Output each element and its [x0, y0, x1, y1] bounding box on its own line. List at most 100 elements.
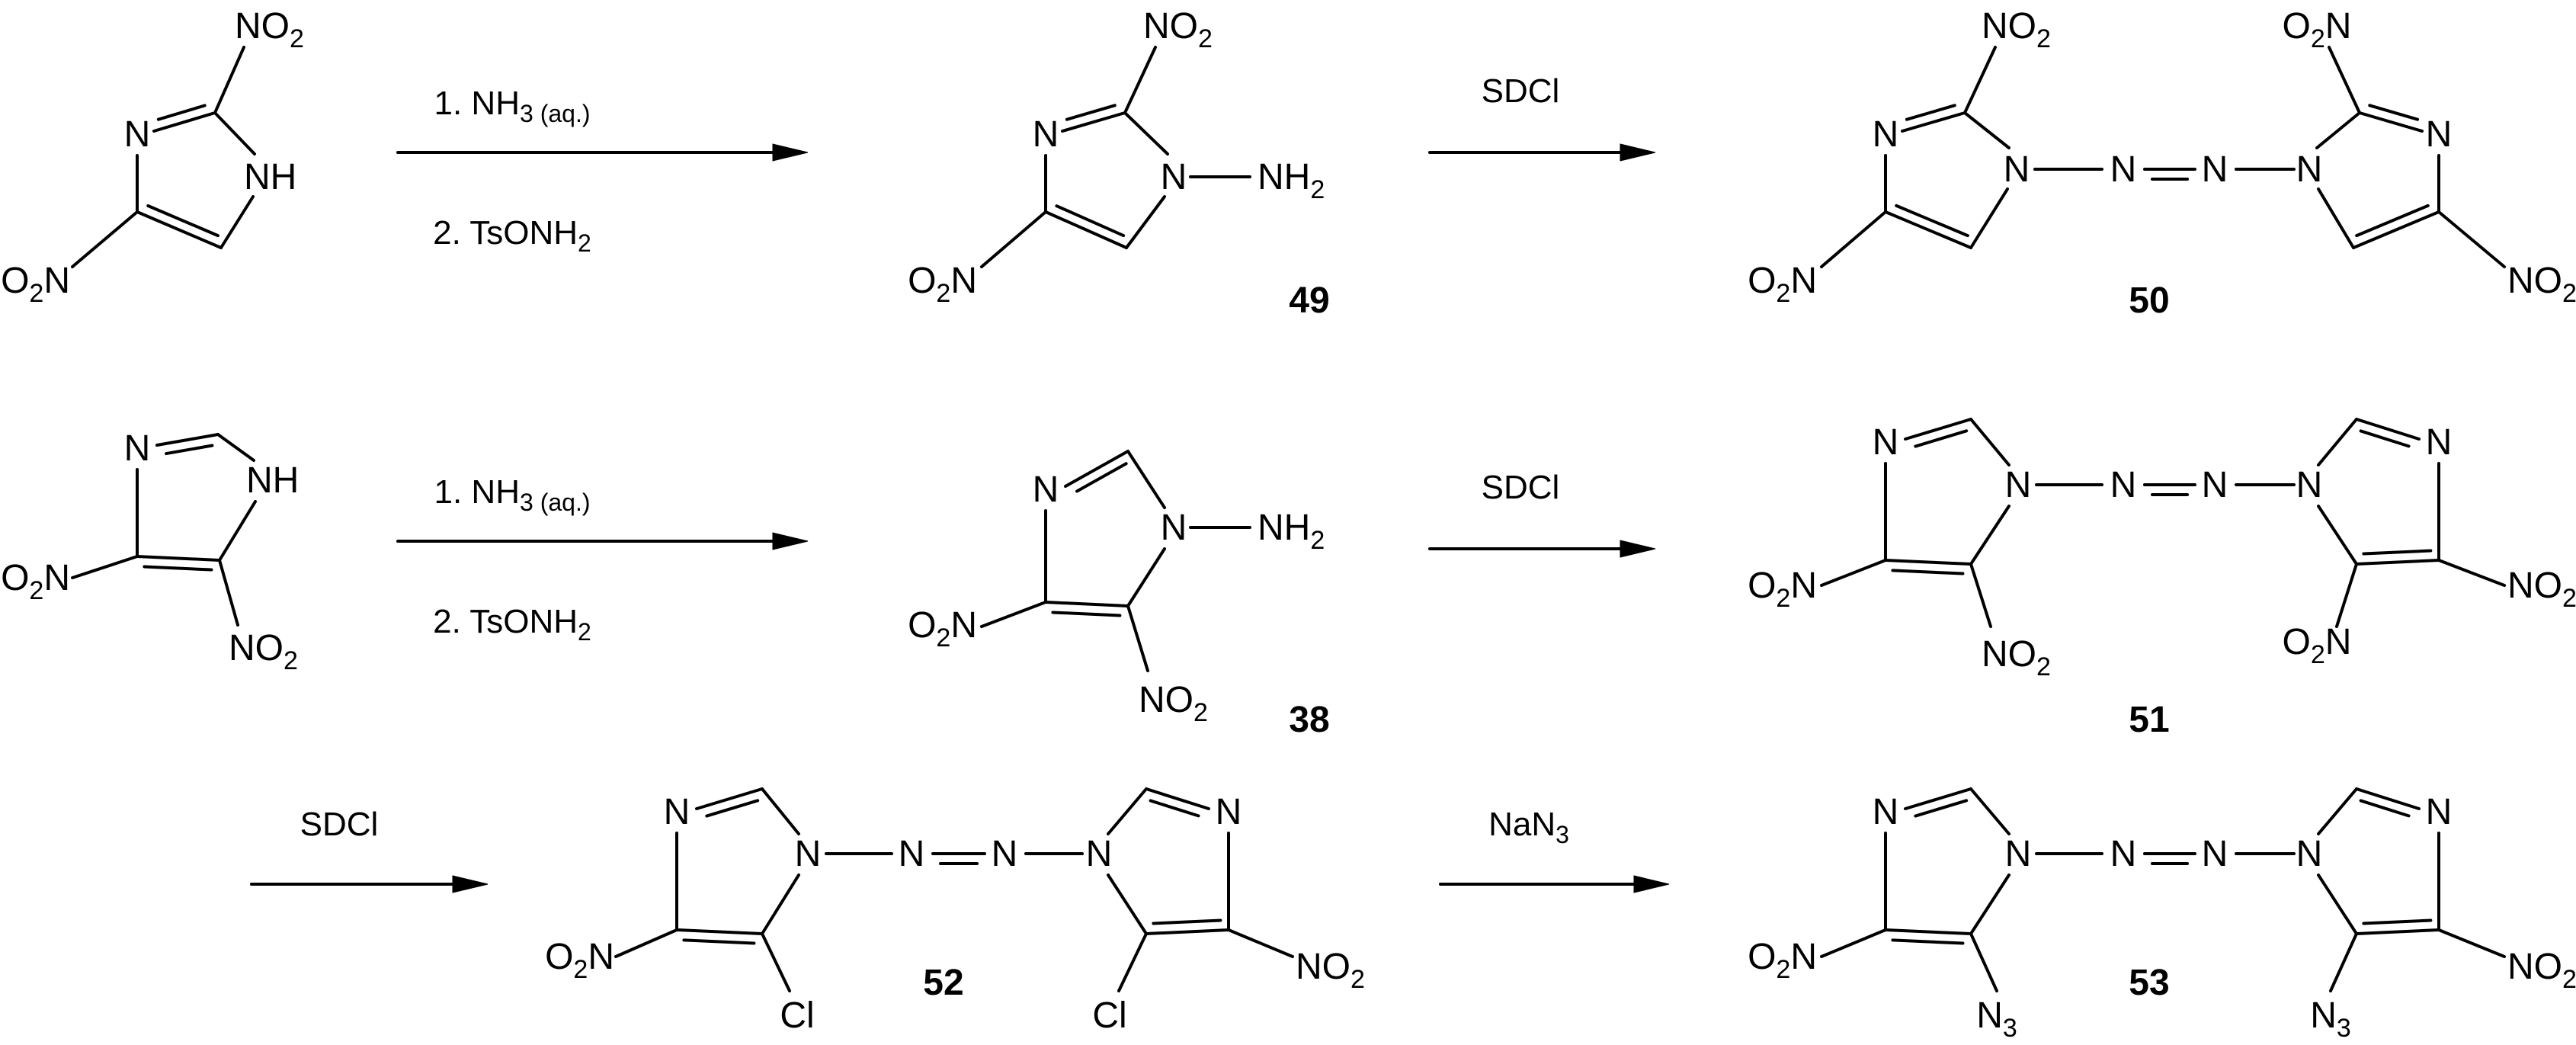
- azide-group: N3: [2310, 995, 2351, 1043]
- nitro-bond: [980, 210, 1047, 268]
- amine-group: NH2: [1258, 508, 1325, 555]
- triazene-atom-n: N: [2110, 834, 2137, 874]
- nitro-bond: [1820, 210, 1887, 268]
- ring-double-bond: [2355, 928, 2440, 935]
- ring-bond: [1126, 547, 1166, 607]
- reaction-arrow-head: [1620, 540, 1656, 558]
- ring-atom-n: N: [664, 792, 690, 832]
- ring-bond: [2317, 787, 2358, 835]
- chloro-atom: Cl: [1092, 995, 1126, 1036]
- ring-atom-n: N: [1033, 114, 1059, 155]
- nitro-group: NO2: [2507, 261, 2576, 308]
- amine-group: NH2: [1258, 157, 1325, 204]
- ring-double-bond: [1891, 938, 1965, 945]
- ring-atom-n: N: [2005, 465, 2032, 505]
- ring-bond: [2317, 874, 2358, 935]
- ring-bond: [218, 500, 257, 562]
- reagent-sdcl: SDCl: [300, 806, 379, 843]
- ring-double-bond: [1044, 601, 1129, 607]
- azide-group: N3: [1976, 995, 2017, 1043]
- ring-bond: [1126, 450, 1166, 509]
- ring-double-bond: [156, 104, 207, 121]
- chloro-bond: [761, 932, 791, 992]
- ring-double-bond: [1061, 111, 1126, 133]
- nitro-bond: [1227, 928, 1294, 958]
- reaction-arrow-head: [1633, 875, 1670, 893]
- ring-bond: [1969, 418, 2010, 466]
- ring-atom-n: N: [1086, 834, 1113, 874]
- triazene-atom-n: N: [2110, 149, 2137, 190]
- compound-50-label: 50: [2129, 280, 2169, 321]
- nitro-group: O2N: [545, 937, 614, 984]
- ring-double-bond: [1075, 462, 1128, 493]
- nitro-bond: [614, 928, 678, 958]
- azide-bond: [1969, 932, 1998, 992]
- chloro-bond: [1117, 932, 1148, 992]
- reaction-arrow-head: [772, 143, 809, 162]
- ring-bond: [2315, 111, 2361, 149]
- ring-double-bond: [146, 204, 219, 238]
- nitro-group: O2N: [2283, 6, 2352, 53]
- reagent-nan3: NaN3: [1488, 806, 1569, 848]
- ring-atom-n: N: [2296, 834, 2323, 874]
- ring-atom-n: N: [2426, 792, 2453, 832]
- ring-double-bond: [2355, 559, 2440, 566]
- nitro-group: O2N: [1, 558, 70, 605]
- compound-52-label: 52: [923, 963, 963, 1003]
- nitro-bond: [71, 210, 139, 268]
- ring-double-bond: [2358, 111, 2424, 133]
- nitro-group: NO2: [235, 6, 304, 53]
- ring-atom-n: N: [2005, 834, 2032, 874]
- ring-atom-n: N: [2296, 465, 2323, 505]
- ring-double-bond: [2362, 549, 2433, 556]
- ring-double-bond: [1904, 418, 1972, 441]
- ring-double-bond: [1055, 204, 1126, 238]
- ring-double-bond: [165, 444, 214, 456]
- ring-atom-n: N: [124, 428, 151, 469]
- ring-double-bond: [1145, 928, 1230, 935]
- ring-atom-n: N: [1216, 792, 1242, 832]
- ring-double-bond: [143, 565, 213, 572]
- nh-atom: NH: [244, 157, 296, 197]
- triazene-atom-n: N: [2202, 834, 2228, 874]
- ring-double-bond: [2352, 210, 2440, 249]
- nitro-group: O2N: [1748, 261, 1817, 308]
- ring-double-bond: [1064, 450, 1129, 488]
- nitro-bond: [1820, 559, 1887, 587]
- ring-atom-n: N: [1161, 508, 1187, 548]
- ring-double-bond: [1914, 429, 1969, 448]
- nitro-group: NO2: [229, 628, 298, 675]
- ring-atom-n: N: [795, 834, 822, 874]
- compound-51-label: 51: [2129, 700, 2169, 740]
- nitro-group: O2N: [908, 605, 977, 652]
- ring-double-bond: [1901, 111, 1966, 133]
- ring-atom-n: N: [1873, 422, 1899, 463]
- ring-double-bond: [2355, 787, 2421, 810]
- ring-bond: [761, 874, 800, 935]
- nitro-group: NO2: [1139, 680, 1208, 727]
- ring-double-bond: [1905, 104, 1956, 121]
- nitro-group: O2N: [1748, 937, 1817, 984]
- ring-atom-n: N: [124, 114, 151, 155]
- ring-double-bond: [1884, 928, 1972, 935]
- ring-double-bond: [155, 433, 219, 447]
- nitro-group: NO2: [1143, 6, 1213, 53]
- triazene-atom-n: N: [2202, 465, 2228, 505]
- nitro-bond: [1123, 46, 1157, 114]
- ring-atom-n: N: [1161, 157, 1187, 197]
- ring-double-bond: [136, 555, 221, 562]
- nitro-bond: [2437, 928, 2506, 958]
- ring-double-bond: [2359, 799, 2411, 818]
- nitro-group: O2N: [1748, 566, 1817, 613]
- ring-double-bond: [1149, 799, 1200, 818]
- ring-double-bond: [1051, 611, 1122, 617]
- compound-49-label: 49: [1289, 280, 1329, 321]
- compound-53-label: 53: [2129, 963, 2169, 1003]
- triazene-atom-n: N: [2110, 465, 2137, 505]
- ring-double-bond: [2355, 418, 2421, 441]
- triazene-atom-n: N: [992, 834, 1018, 874]
- ring-bond: [1107, 787, 1148, 835]
- nitro-bond: [71, 555, 139, 579]
- nitro-bond: [218, 559, 239, 627]
- ring-double-bond: [1914, 799, 1969, 818]
